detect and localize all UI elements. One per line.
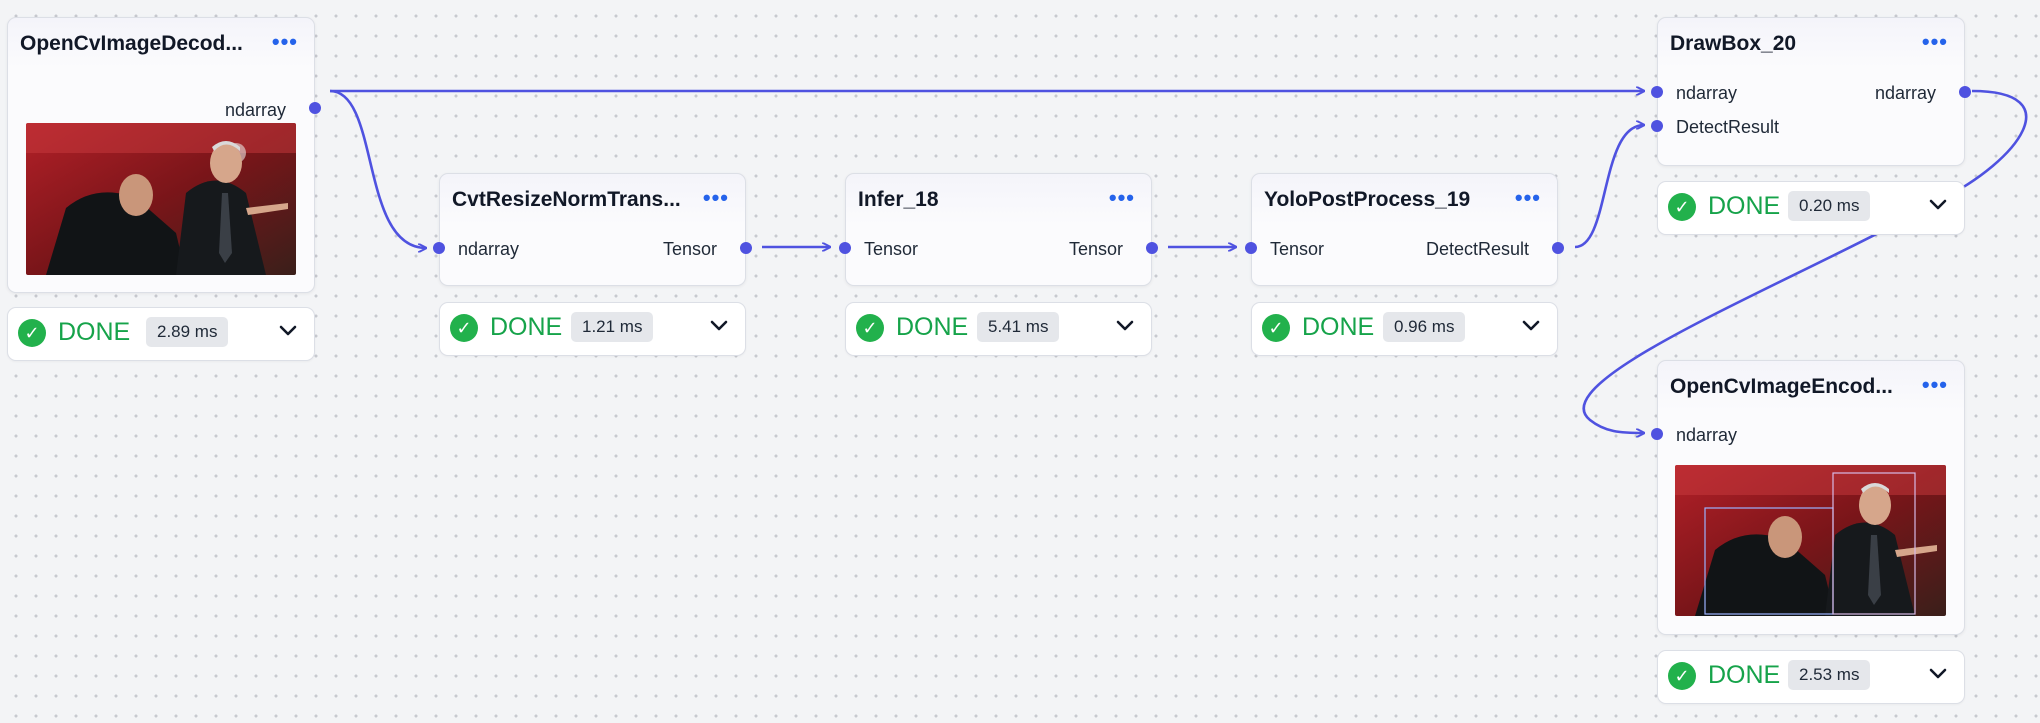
status-bar-encode: ✓ DONE 2.53 ms xyxy=(1657,650,1965,704)
output-port-handle[interactable] xyxy=(309,102,321,114)
more-horizontal-icon[interactable]: ••• xyxy=(1514,185,1541,210)
time-badge: 0.96 ms xyxy=(1383,312,1466,342)
status-bar-drawbox: ✓ DONE 0.20 ms xyxy=(1657,181,1965,235)
check-circle-icon: ✓ xyxy=(18,319,46,347)
input-port-label-ndarray: ndarray xyxy=(1676,83,1738,103)
more-horizontal-icon[interactable]: ••• xyxy=(1108,185,1135,210)
chevron-down-icon[interactable] xyxy=(1519,313,1543,337)
node-resize-norm-transpose[interactable]: CvtResizeNormTrans... ••• ndarray Tensor xyxy=(433,173,752,286)
input-port-handle[interactable] xyxy=(433,242,445,254)
chevron-down-icon[interactable] xyxy=(276,318,300,342)
output-port-label: Tensor xyxy=(662,239,717,259)
output-port-handle[interactable] xyxy=(1552,242,1564,254)
output-port-handle[interactable] xyxy=(1146,242,1158,254)
status-bar-decode: ✓ DONE 2.89 ms xyxy=(7,307,315,361)
output-port-label: Tensor xyxy=(1068,239,1123,259)
check-circle-icon: ✓ xyxy=(1262,314,1290,342)
chevron-down-icon[interactable] xyxy=(1926,661,1950,685)
time-badge: 5.41 ms xyxy=(977,312,1060,342)
status-text: DONE xyxy=(490,313,563,341)
check-circle-icon: ✓ xyxy=(450,314,478,342)
check-circle-icon: ✓ xyxy=(856,314,884,342)
output-port-label: ndarray xyxy=(224,100,286,120)
node-image-encode[interactable]: OpenCvImageEncod... ••• ndarray xyxy=(1651,360,1965,635)
status-text: DONE xyxy=(1302,313,1375,341)
time-badge: 2.89 ms xyxy=(146,317,229,347)
input-port-label-detect: DetectResult xyxy=(1676,117,1780,137)
input-port-handle[interactable] xyxy=(839,242,851,254)
output-port-handle[interactable] xyxy=(1959,86,1971,98)
status-bar-infer: ✓ DONE 5.41 ms xyxy=(845,302,1152,356)
node-title: OpenCvImageDecod... xyxy=(20,32,243,55)
input-port-handle-detect[interactable] xyxy=(1651,120,1663,132)
output-port-label: ndarray xyxy=(1874,83,1936,103)
node-image-decode[interactable]: OpenCvImageDecod... ••• ndarray xyxy=(7,17,321,293)
input-port-handle-ndarray[interactable] xyxy=(1651,86,1663,98)
node-title: OpenCvImageEncod... xyxy=(1670,375,1893,398)
more-horizontal-icon[interactable]: ••• xyxy=(271,29,298,54)
chevron-down-icon[interactable] xyxy=(707,313,731,337)
image-thumbnail xyxy=(26,123,296,275)
check-circle-icon: ✓ xyxy=(1668,193,1696,221)
status-bar-yolo: ✓ DONE 0.96 ms xyxy=(1251,302,1558,356)
node-title: Infer_18 xyxy=(858,188,939,211)
node-title: YoloPostProcess_19 xyxy=(1264,188,1471,211)
node-title: DrawBox_20 xyxy=(1670,32,1797,55)
node-title: CvtResizeNormTrans... xyxy=(452,188,681,211)
more-horizontal-icon[interactable]: ••• xyxy=(702,185,729,210)
status-text: DONE xyxy=(1708,661,1781,689)
edge-yolo-to-drawbox xyxy=(1574,125,1644,249)
status-text: DONE xyxy=(58,318,131,346)
node-drawbox[interactable]: DrawBox_20 ••• ndarray DetectResult ndar… xyxy=(1651,17,1971,166)
node-yolo-postprocess[interactable]: YoloPostProcess_19 ••• Tensor DetectResu… xyxy=(1245,173,1564,286)
time-badge: 1.21 ms xyxy=(571,312,654,342)
status-text: DONE xyxy=(896,313,969,341)
time-badge: 0.20 ms xyxy=(1788,191,1871,221)
input-port-label: ndarray xyxy=(1676,425,1738,445)
more-horizontal-icon[interactable]: ••• xyxy=(1921,372,1948,397)
input-port-handle[interactable] xyxy=(1245,242,1257,254)
edge-decode-to-resize xyxy=(329,89,426,248)
output-port-label: DetectResult xyxy=(1425,239,1529,259)
input-port-label: ndarray xyxy=(458,239,520,259)
input-port-handle[interactable] xyxy=(1651,428,1663,440)
time-badge: 2.53 ms xyxy=(1788,660,1871,690)
more-horizontal-icon[interactable]: ••• xyxy=(1921,29,1948,54)
check-circle-icon: ✓ xyxy=(1668,662,1696,690)
status-text: DONE xyxy=(1708,192,1781,220)
status-bar-resize: ✓ DONE 1.21 ms xyxy=(439,302,746,356)
chevron-down-icon[interactable] xyxy=(1113,313,1137,337)
output-port-handle[interactable] xyxy=(740,242,752,254)
input-port-label: Tensor xyxy=(864,239,919,259)
encoded-image-thumbnail xyxy=(1675,465,1946,616)
input-port-label: Tensor xyxy=(1270,239,1325,259)
chevron-down-icon[interactable] xyxy=(1926,192,1950,216)
node-infer[interactable]: Infer_18 ••• Tensor Tensor xyxy=(839,173,1158,286)
